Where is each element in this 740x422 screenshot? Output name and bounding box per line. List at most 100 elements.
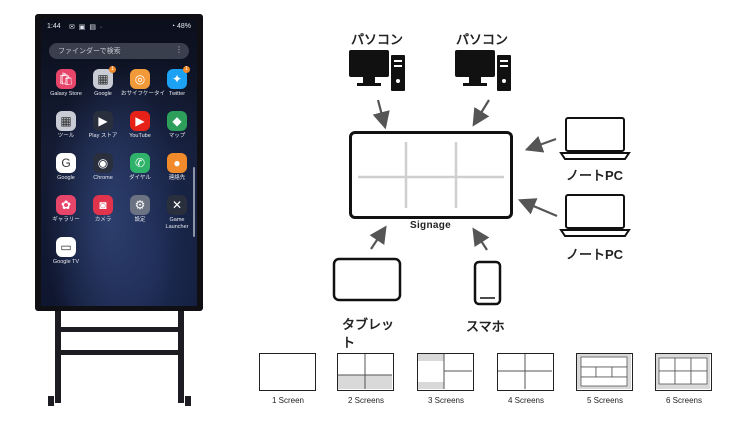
app-gallery[interactable]: ✿ ギャラリー bbox=[47, 195, 85, 224]
signage-display bbox=[349, 131, 513, 219]
app-label: Google bbox=[57, 175, 75, 181]
signage-grid bbox=[358, 142, 504, 208]
app-label: Galaxy Store bbox=[50, 91, 82, 97]
layout-label: 4 Screens bbox=[507, 396, 545, 405]
desktop-pc-icon bbox=[455, 50, 511, 91]
app-settings[interactable]: ⚙ 設定 bbox=[121, 195, 159, 224]
app-label: Google TV bbox=[52, 259, 80, 265]
app-label: Play ストア bbox=[88, 133, 118, 139]
laptop-icon bbox=[559, 194, 631, 237]
app-glyph: ◆ bbox=[172, 114, 182, 128]
app-chrome[interactable]: ◉ Chrome bbox=[84, 153, 122, 182]
status-bar: 1:44 ✉ ▣ ▤ · ◔ 48% bbox=[47, 23, 191, 33]
smartphone-icon bbox=[473, 260, 502, 306]
app-shopping-bag[interactable]: 🛍 Galaxy Store bbox=[47, 69, 85, 98]
app-label: 連絡先 bbox=[168, 175, 186, 181]
app-label: カメラ bbox=[94, 217, 112, 223]
android-home-screen: 1:44 ✉ ▣ ▤ · ◔ 48% ファインダーで検索 ⋮ 🛍 Galaxy S… bbox=[41, 19, 197, 306]
app-glyph: ✆ bbox=[134, 156, 146, 170]
app-youtube[interactable]: ▶ YouTube bbox=[121, 111, 159, 140]
app-camera[interactable]: ◙ カメラ bbox=[84, 195, 122, 224]
wallet-icon: ◎ bbox=[130, 69, 150, 89]
layout-2-screens-thumbnail bbox=[337, 353, 394, 391]
app-glyph: ⚙ bbox=[134, 198, 146, 212]
app-glyph: ▶ bbox=[98, 114, 108, 128]
settings-icon: ⚙ bbox=[130, 195, 150, 215]
notebook-label: ノートPC bbox=[566, 247, 624, 262]
tablet-label: タブレット bbox=[342, 317, 395, 350]
layout-6-screens-thumbnail bbox=[655, 353, 712, 391]
app-tools-folder[interactable]: ▦ツール bbox=[47, 111, 85, 140]
shopping-bag-icon: 🛍 bbox=[56, 69, 76, 89]
chrome-icon: ◉ bbox=[93, 153, 113, 173]
search-placeholder: ファインダーで検索 bbox=[58, 48, 121, 55]
app-glyph: ◎ bbox=[134, 72, 146, 86]
notification-badge: 1 bbox=[109, 66, 116, 73]
app-glyph: ◙ bbox=[99, 198, 107, 212]
layout-1-screen-thumbnail bbox=[259, 353, 316, 391]
gallery-icon: ✿ bbox=[56, 195, 76, 215]
more-options-icon[interactable]: ⋮ bbox=[175, 45, 183, 54]
google-icon: G bbox=[56, 153, 76, 173]
phone-icon: ✆ bbox=[130, 153, 150, 173]
app-glyph: ● bbox=[173, 156, 181, 170]
app-play-store[interactable]: ▶ Play ストア bbox=[84, 111, 122, 140]
app-glyph: ▭ bbox=[60, 240, 72, 254]
notification-badge: 1 bbox=[183, 66, 190, 73]
app-glyph: ▦ bbox=[60, 114, 72, 128]
app-glyph: ✕ bbox=[171, 198, 183, 212]
app-label: Chrome bbox=[93, 175, 113, 181]
battery-indicator: ◔ 48% bbox=[170, 23, 191, 30]
app-label: Google bbox=[94, 91, 112, 97]
status-time: 1:44 bbox=[47, 23, 61, 30]
app-glyph: ✦ bbox=[171, 72, 183, 86]
desktop-pc-icon bbox=[349, 50, 405, 91]
app-label: ギャラリー bbox=[52, 217, 80, 223]
camera-icon: ◙ bbox=[93, 195, 113, 215]
google-tv-icon: ▭ bbox=[56, 237, 76, 257]
app-google[interactable]: G Google bbox=[47, 153, 85, 182]
app-glyph: ✿ bbox=[60, 198, 72, 212]
app-contacts[interactable]: ● 連絡先 bbox=[158, 153, 196, 182]
layout-label: 2 Screens bbox=[347, 396, 385, 405]
pc-label: パソコン bbox=[351, 32, 404, 47]
layout-4-screens-thumbnail bbox=[497, 353, 554, 391]
layout-label: 3 Screens bbox=[427, 396, 465, 405]
vertical-signage-display: 1:44 ✉ ▣ ▤ · ◔ 48% ファインダーで検索 ⋮ 🛍 Galaxy S… bbox=[35, 14, 203, 311]
laptop-icon bbox=[559, 117, 631, 160]
finder-search-bar[interactable]: ファインダーで検索 ⋮ bbox=[49, 43, 189, 59]
pc-label: パソコン bbox=[456, 32, 509, 47]
app-glyph: G bbox=[61, 156, 71, 170]
app-wallet[interactable]: ◎ おサイフケータイ bbox=[121, 69, 166, 98]
layout-3-screens-thumbnail bbox=[417, 353, 474, 391]
app-google-tv[interactable]: ▭ Google TV bbox=[47, 237, 85, 266]
layout-5-screens-thumbnail bbox=[576, 353, 633, 391]
play-store-icon: ▶ bbox=[93, 111, 113, 131]
twitter-icon: ✦1 bbox=[167, 66, 190, 89]
edge-panel-handle[interactable] bbox=[193, 167, 195, 237]
youtube-icon: ▶ bbox=[130, 111, 150, 131]
app-glyph: ▶ bbox=[135, 114, 145, 128]
signage-label: Signage bbox=[410, 220, 451, 231]
maps-icon: ◆ bbox=[167, 111, 187, 131]
app-label: Twitter bbox=[168, 91, 186, 97]
app-label: ダイヤル bbox=[129, 175, 151, 181]
google-folder-icon: ▦1 bbox=[93, 66, 116, 89]
app-label: 設定 bbox=[134, 217, 146, 223]
app-label: Game Launcher bbox=[165, 217, 189, 230]
contacts-icon: ● bbox=[167, 153, 187, 173]
app-label: おサイフケータイ bbox=[121, 91, 166, 97]
app-game-launcher[interactable]: ✕ Game Launcher bbox=[158, 195, 196, 230]
notebook-label: ノートPC bbox=[566, 168, 624, 183]
game-launcher-icon: ✕ bbox=[167, 195, 187, 215]
tablet-icon bbox=[332, 257, 402, 302]
smartphone-label: スマホ bbox=[466, 319, 505, 334]
app-glyph: 🛍 bbox=[58, 72, 74, 86]
app-label: YouTube bbox=[129, 133, 151, 139]
notification-icons: ✉ ▣ ▤ · bbox=[69, 24, 104, 31]
app-maps[interactable]: ◆マップ bbox=[158, 111, 196, 140]
app-phone[interactable]: ✆ ダイヤル bbox=[121, 153, 159, 182]
